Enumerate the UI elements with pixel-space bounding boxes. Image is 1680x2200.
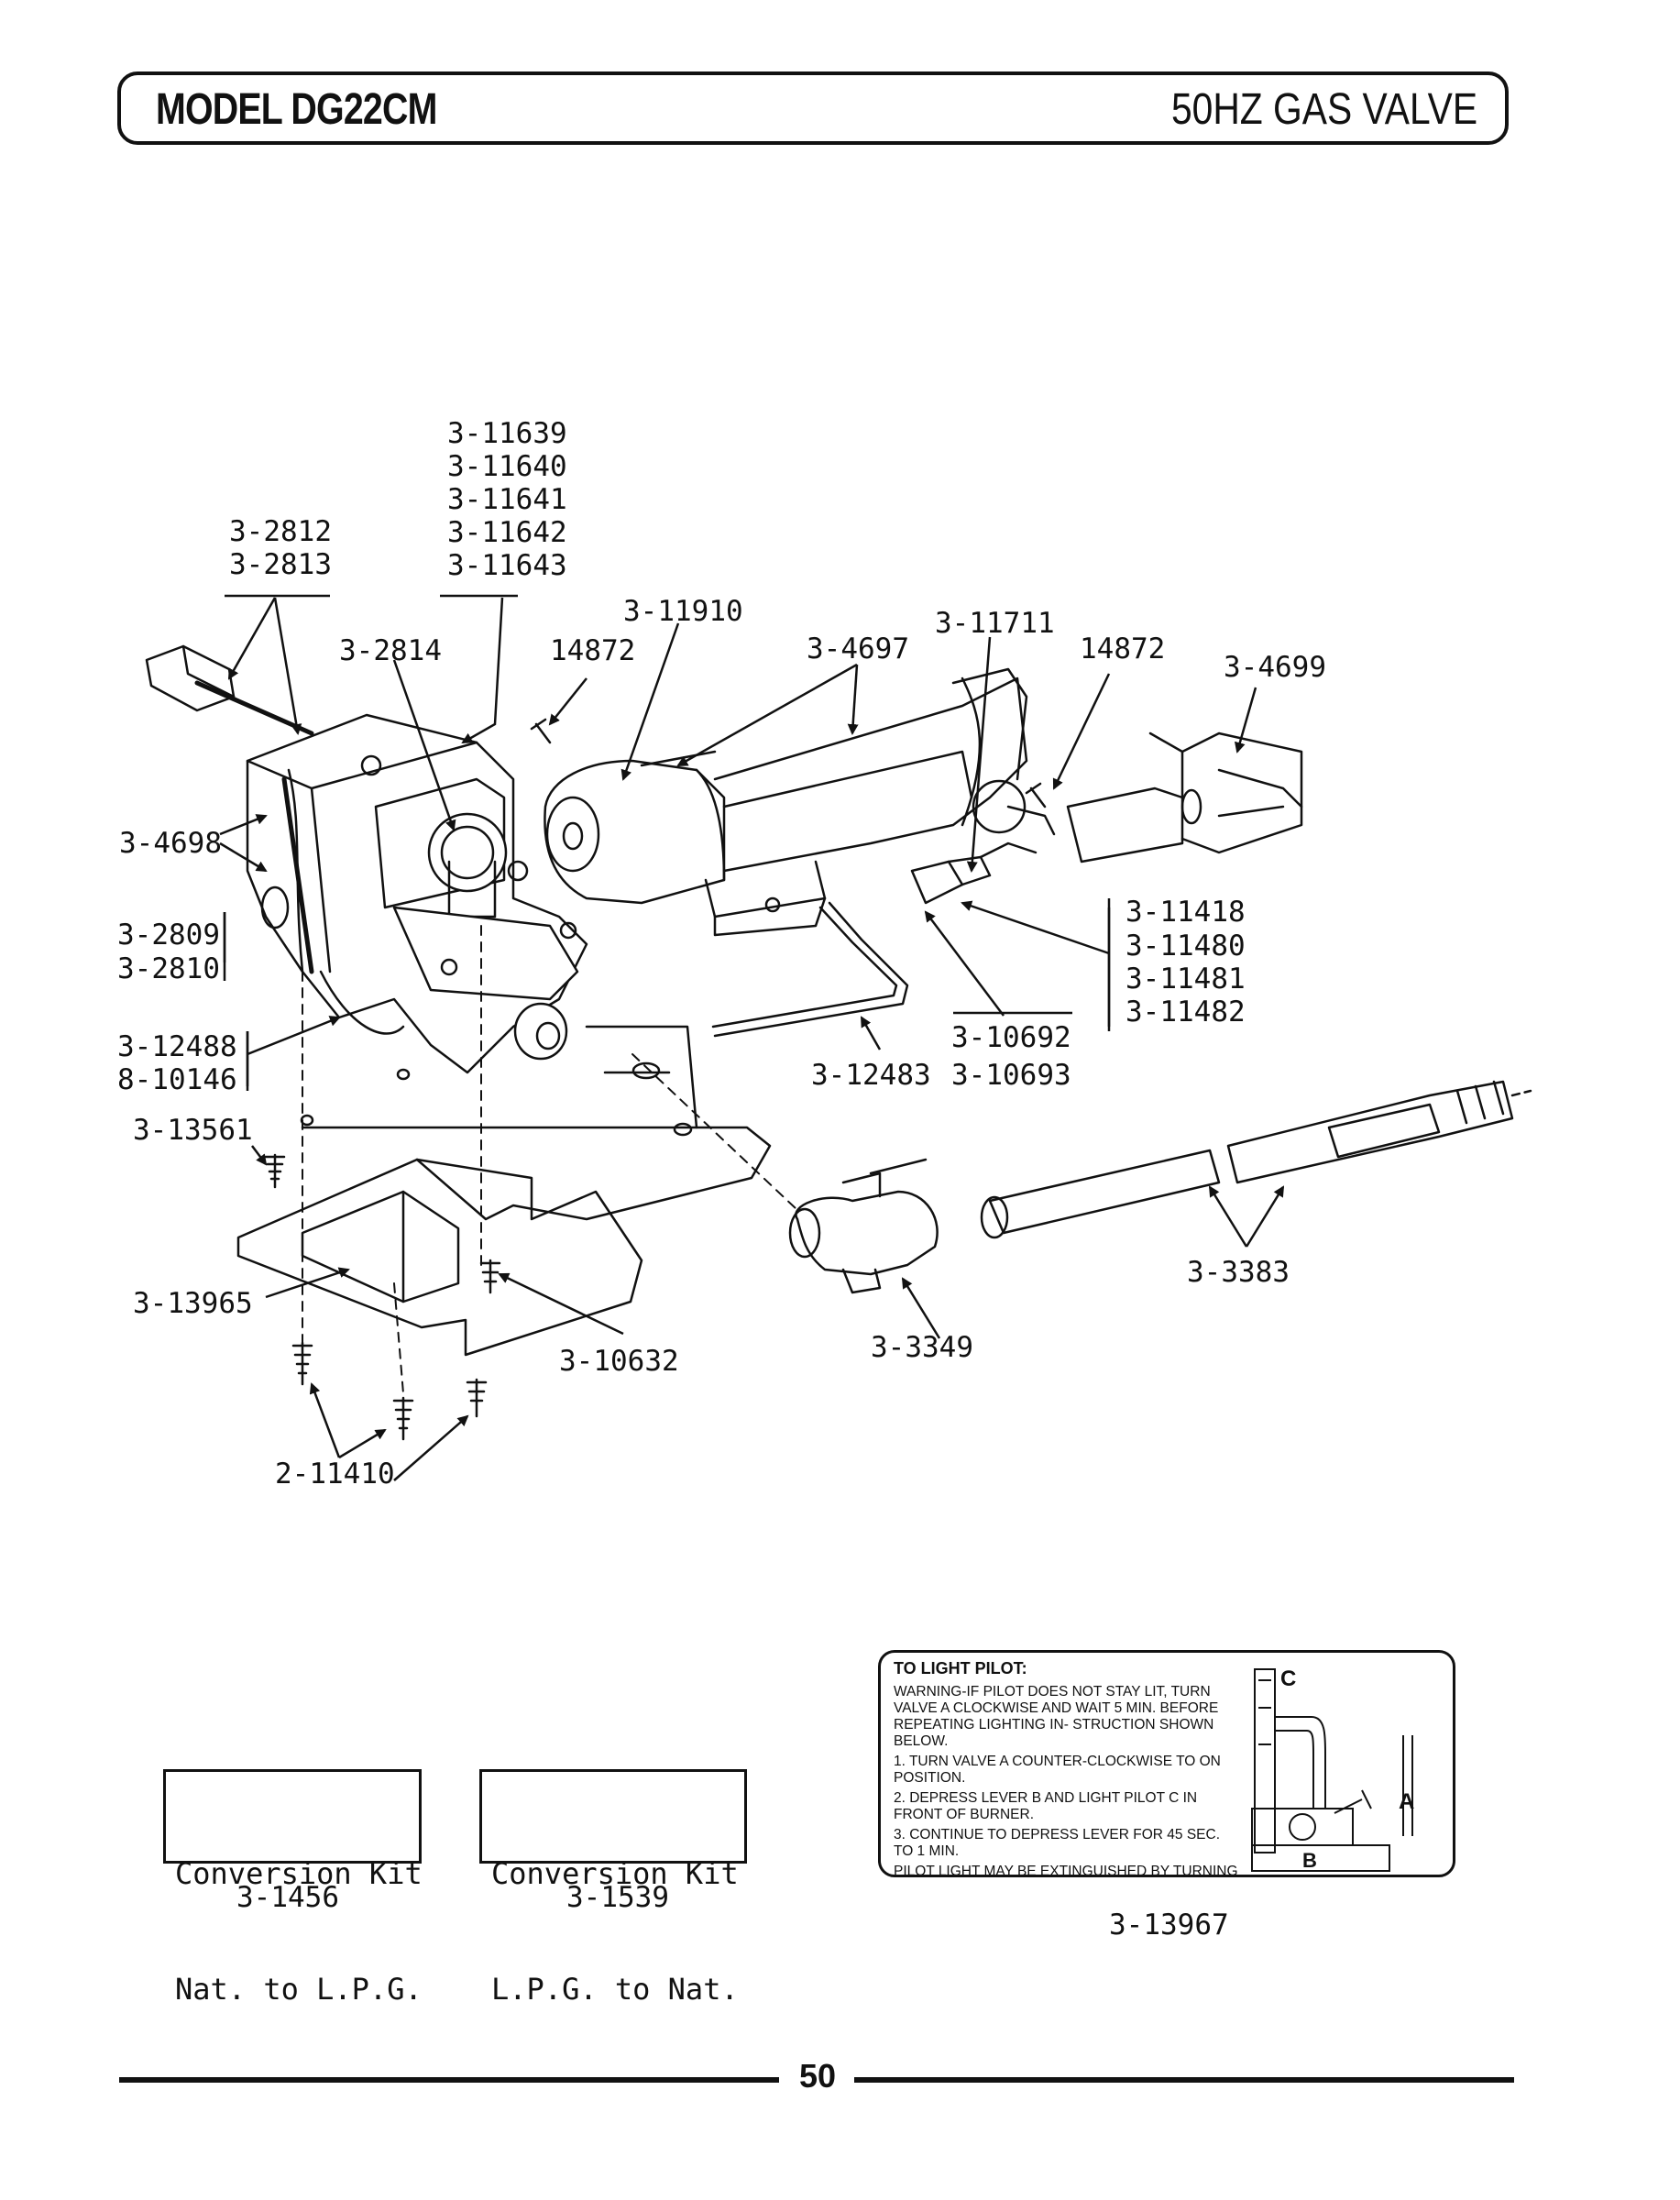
label-2-11410: 2-11410: [275, 1458, 395, 1490]
label-3-11482: 3-11482: [1125, 996, 1246, 1028]
label-3-11418: 3-11418: [1125, 896, 1246, 929]
burner-assembly: [544, 667, 1056, 937]
compression-fitting: [910, 842, 1038, 905]
gas-pipe: [980, 1080, 1532, 1239]
pilot-note: PILOT LIGHT MAY BE EXTINGUISHED BY TURNI…: [894, 1864, 1238, 1877]
pilot-warning: WARNING-IF PILOT DOES NOT STAY LIT, TURN…: [894, 1684, 1219, 1749]
label-14872-right: 14872: [1080, 632, 1165, 666]
kit-title: Conversion Kit: [175, 1856, 423, 1891]
label-3-11640: 3-11640: [447, 450, 567, 483]
pilot-instruction-label: TO LIGHT PILOT: WARNING-IF PILOT DOES NO…: [878, 1650, 1455, 1877]
pilot-step-3: 3. CONTINUE TO DEPRESS LEVER FOR 45 SEC.…: [894, 1827, 1221, 1859]
label-3-4699: 3-4699: [1224, 651, 1326, 684]
page-number: 50: [798, 2057, 837, 2095]
label-3-11910: 3-11910: [623, 595, 743, 628]
model-title: MODEL DG22CM: [156, 85, 437, 134]
pilot-step-2: 2. DEPRESS LEVER B AND LIGHT PILOT C IN …: [894, 1790, 1198, 1822]
label-3-2813: 3-2813: [229, 548, 332, 581]
label-3-2809: 3-2809: [117, 918, 220, 952]
label-3-3349: 3-3349: [871, 1331, 973, 1364]
label-3-4698: 3-4698: [119, 827, 222, 860]
label-3-11641: 3-11641: [447, 483, 567, 516]
kit-direction: Nat. to L.P.G.: [175, 1972, 423, 2007]
label-3-2814: 3-2814: [339, 634, 442, 667]
pilot-tube: [711, 901, 909, 1038]
pilot-title: TO LIGHT PILOT:: [894, 1659, 1027, 1678]
kit-part-number: 3-1456: [236, 1881, 339, 1914]
pilot-instructions: TO LIGHT PILOT: WARNING-IF PILOT DOES NO…: [894, 1659, 1242, 1877]
thermocouple-clip: [145, 644, 314, 736]
page-header: MODEL DG22CM 50HZ GAS VALVE: [117, 72, 1509, 145]
label-brackets: [223, 898, 1111, 1091]
conversion-kit-nat-to-lpg: Conversion Kit Nat. to L.P.G.: [163, 1769, 423, 2007]
gas-valve: [246, 713, 588, 1074]
label-3-13561: 3-13561: [133, 1114, 253, 1147]
label-3-2812: 3-2812: [229, 515, 332, 548]
label-3-4697: 3-4697: [807, 632, 909, 666]
pilot-label-part-number: 3-13967: [1109, 1908, 1229, 1942]
label-3-11711: 3-11711: [935, 607, 1055, 640]
footer-rule-left: [119, 2077, 779, 2083]
label-3-12483: 3-12483: [811, 1059, 931, 1092]
label-3-10692: 3-10692: [951, 1021, 1071, 1054]
pilot-step-1: 1. TURN VALVE A COUNTER-CLOCKWISE TO ON …: [894, 1754, 1221, 1786]
label-3-10632: 3-10632: [559, 1345, 679, 1378]
kit-direction: L.P.G. to Nat.: [491, 1972, 739, 2007]
pilot-valve-illustration: C A B: [1251, 1666, 1414, 1872]
mounting-plate: [236, 1025, 772, 1357]
alignment-lines: [302, 925, 798, 1394]
marker-b: B: [1302, 1849, 1317, 1872]
label-8-10146: 8-10146: [117, 1063, 237, 1096]
label-3-11480: 3-11480: [1125, 930, 1246, 962]
section-title: 50HZ GAS VALVE: [1170, 85, 1477, 134]
label-3-11639: 3-11639: [447, 417, 567, 450]
label-14872-left: 14872: [550, 634, 635, 667]
marker-a: A: [1399, 1789, 1414, 1814]
label-3-13965: 3-13965: [133, 1287, 253, 1320]
label-3-11481: 3-11481: [1125, 962, 1246, 996]
footer-rule-right: [854, 2077, 1514, 2083]
label-3-11643: 3-11643: [447, 549, 567, 582]
conversion-kit-lpg-to-nat: Conversion Kit L.P.G. to Nat.: [479, 1769, 747, 2007]
kit-part-number: 3-1539: [566, 1881, 669, 1914]
marker-c: C: [1280, 1666, 1296, 1691]
label-3-12488: 3-12488: [117, 1030, 237, 1063]
label-3-10693: 3-10693: [951, 1059, 1071, 1092]
shutoff-valve: [788, 1158, 939, 1294]
label-3-11642: 3-11642: [447, 516, 567, 549]
label-3-2810: 3-2810: [117, 952, 220, 985]
pilot-shield: [1066, 732, 1303, 864]
part-labels: 3-11639 3-11640 3-11641 3-11642 3-11643 …: [117, 417, 1326, 1490]
kit-title: Conversion Kit: [491, 1856, 739, 1891]
label-3-3383: 3-3383: [1187, 1256, 1290, 1289]
leader-lines: [219, 594, 1285, 1481]
